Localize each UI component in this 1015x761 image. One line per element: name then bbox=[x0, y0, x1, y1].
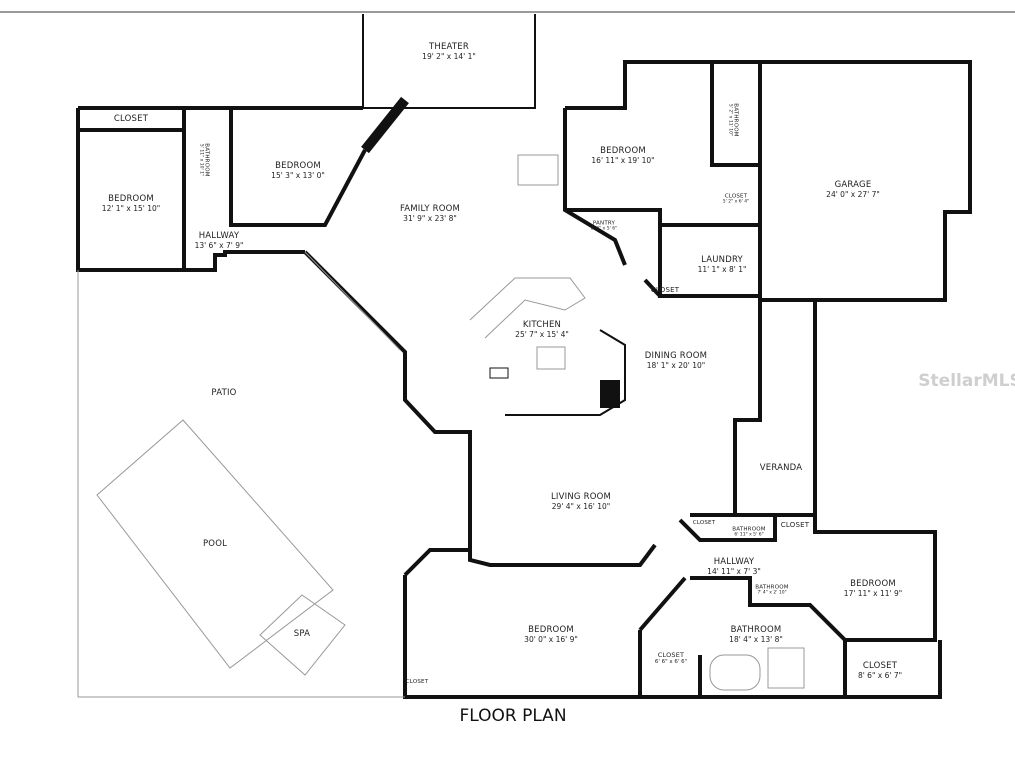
room-dims: 6' 6" x 6' 6" bbox=[654, 659, 688, 666]
room-dims: 7' 4" x 2' 10" bbox=[757, 590, 787, 596]
room-closet-hall1: CLOSET bbox=[693, 520, 716, 526]
room-name: CLOSET bbox=[650, 285, 680, 294]
room-name: BATHROOM bbox=[755, 584, 789, 591]
room-name: HALLWAY bbox=[198, 230, 240, 241]
room-name: BEDROOM bbox=[600, 145, 646, 156]
room-name: CLOSET bbox=[692, 519, 716, 526]
room-name: PANTRY bbox=[592, 220, 616, 227]
room-name: BATHROOM bbox=[732, 526, 766, 533]
room-name: SPA bbox=[293, 629, 311, 640]
room-name: BATHROOM bbox=[203, 143, 210, 177]
room-name: BEDROOM bbox=[275, 160, 321, 171]
room-dims: 12' 1" x 15' 10" bbox=[101, 203, 161, 213]
room-closet-hall2: CLOSET bbox=[781, 521, 809, 529]
room-name: FAMILY ROOM bbox=[399, 203, 461, 214]
room-dims: 17' 11" x 11' 9" bbox=[843, 588, 903, 598]
room-dims: 19' 2" x 14' 1" bbox=[422, 51, 476, 61]
room-closet-nw: CLOSET bbox=[113, 114, 149, 125]
room-dims: 18' 1" x 20' 10" bbox=[646, 360, 706, 370]
room-dims: 8' 9" x 5' 6" bbox=[590, 226, 618, 232]
room-name: BATHROOM bbox=[732, 103, 739, 137]
top-border-line bbox=[0, 11, 1015, 13]
room-dims: 24' 0" x 27' 7" bbox=[826, 189, 880, 199]
room-dims: 8' 6" x 6' 7" bbox=[857, 670, 903, 680]
room-name: CLOSET bbox=[724, 193, 748, 200]
room-name: CLOSET bbox=[405, 678, 429, 685]
room-name: CLOSET bbox=[862, 660, 898, 671]
room-name: BEDROOM bbox=[850, 578, 896, 589]
room-dims: 5' 11" x 10' 1" bbox=[198, 143, 204, 177]
room-dims: 18' 4" x 13' 8" bbox=[729, 634, 783, 644]
room-name: THEATER bbox=[429, 41, 469, 52]
watermark: StellarMLS bbox=[918, 371, 1015, 391]
room-name: BEDROOM bbox=[108, 193, 154, 204]
room-dims: 30' 0" x 16' 9" bbox=[524, 634, 578, 644]
room-closet-sw: CLOSET bbox=[406, 679, 429, 685]
room-name: GARAGE bbox=[834, 179, 872, 190]
room-closet-laundry: CLOSET bbox=[651, 286, 679, 294]
room-name: CLOSET bbox=[780, 520, 810, 529]
floor-plan-caption: FLOOR PLAN bbox=[459, 706, 567, 726]
room-dims: 14' 11" x 7' 3" bbox=[707, 566, 761, 576]
room-name: CLOSET bbox=[113, 114, 149, 125]
room-name: PATIO bbox=[211, 388, 237, 399]
room-name: BATHROOM bbox=[730, 624, 782, 635]
room-patio: PATIO bbox=[211, 388, 237, 399]
room-pool: POOL bbox=[202, 539, 228, 550]
room-dims: 29' 4" x 16' 10" bbox=[551, 501, 611, 511]
room-dims: 5' 2" x 11' 10" bbox=[727, 103, 733, 137]
room-dims: 13' 6" x 7' 9" bbox=[194, 240, 244, 250]
room-name: CLOSET bbox=[657, 651, 685, 660]
room-name: HALLWAY bbox=[713, 556, 755, 567]
room-dims: 15' 3" x 13' 0" bbox=[271, 170, 325, 180]
room-name: KITCHEN bbox=[522, 319, 562, 330]
room-veranda: VERANDA bbox=[759, 463, 803, 474]
room-name: BEDROOM bbox=[528, 624, 574, 635]
room-dims: 6' 11" x 5' 6" bbox=[734, 532, 764, 538]
room-dims: 31' 9" x 23' 8" bbox=[403, 213, 457, 223]
room-dims: 11' 1" x 8' 1" bbox=[697, 264, 747, 274]
room-dims: 25' 7" x 15' 4" bbox=[515, 329, 569, 339]
room-spa: SPA bbox=[293, 629, 311, 640]
room-name: POOL bbox=[202, 539, 228, 550]
room-name: DINING ROOM bbox=[644, 350, 708, 361]
room-dims: 5' 2" x 6' 4" bbox=[722, 199, 750, 205]
room-name: LIVING ROOM bbox=[550, 491, 612, 502]
room-name: VERANDA bbox=[759, 463, 803, 474]
room-dims: 16' 11" x 19' 10" bbox=[591, 155, 655, 165]
room-name: LAUNDRY bbox=[701, 254, 743, 265]
